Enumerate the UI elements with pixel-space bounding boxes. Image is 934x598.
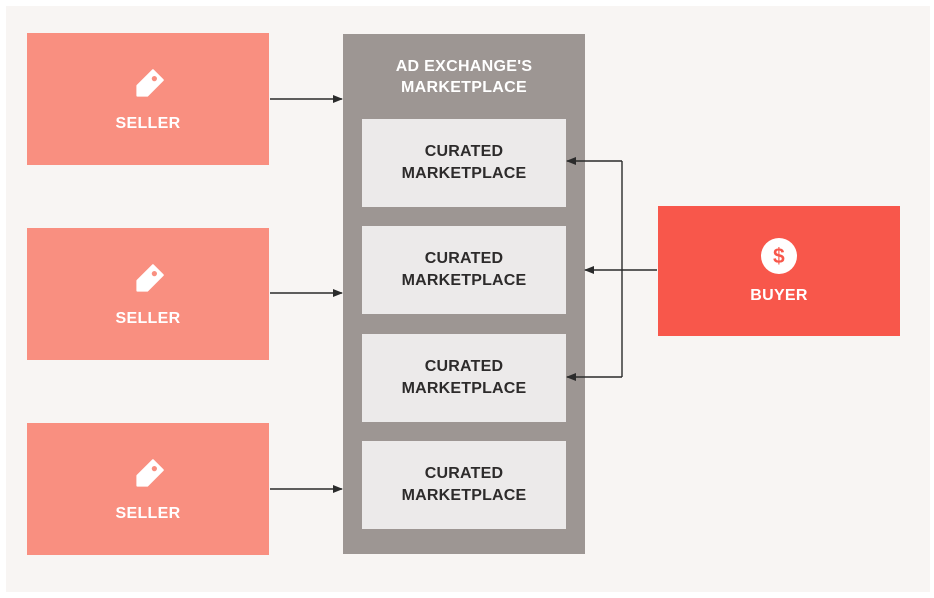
curated-label-line2: MARKETPLACE [401, 165, 527, 182]
curated-marketplace-3: CURATED MARKETPLACE [362, 334, 566, 422]
curated-label-line2: MARKETPLACE [401, 272, 527, 289]
ad-exchange-title-line1: AD EXCHANGE'S [395, 58, 533, 75]
curated-marketplace-1: CURATED MARKETPLACE [362, 119, 566, 207]
curated-label-line1: CURATED [424, 143, 504, 160]
curated-label-line1: CURATED [424, 465, 504, 482]
price-tag-icon [136, 69, 164, 97]
curated-label-line2: MARKETPLACE [401, 487, 527, 504]
buyer-box: $ BUYER [658, 206, 900, 336]
buyer-label: BUYER [750, 287, 808, 304]
svg-text:$: $ [773, 245, 785, 268]
seller-label: SELLER [115, 310, 181, 327]
seller-box-3: SELLER [27, 423, 269, 555]
curated-marketplace-4: CURATED MARKETPLACE [362, 441, 566, 529]
seller-label: SELLER [115, 115, 181, 132]
curated-label-line1: CURATED [424, 358, 504, 375]
price-tag-icon [136, 264, 164, 292]
seller-label: SELLER [115, 505, 181, 522]
curated-label-line1: CURATED [424, 250, 504, 267]
price-tag-icon [136, 459, 164, 487]
curated-marketplace-2: CURATED MARKETPLACE [362, 226, 566, 314]
ad-exchange-title: AD EXCHANGE'S MARKETPLACE [343, 56, 585, 98]
ad-exchange-title-line2: MARKETPLACE [401, 79, 527, 96]
dollar-circle-icon: $ [761, 238, 797, 274]
curated-label-line2: MARKETPLACE [401, 380, 527, 397]
seller-box-1: SELLER [27, 33, 269, 165]
seller-box-2: SELLER [27, 228, 269, 360]
